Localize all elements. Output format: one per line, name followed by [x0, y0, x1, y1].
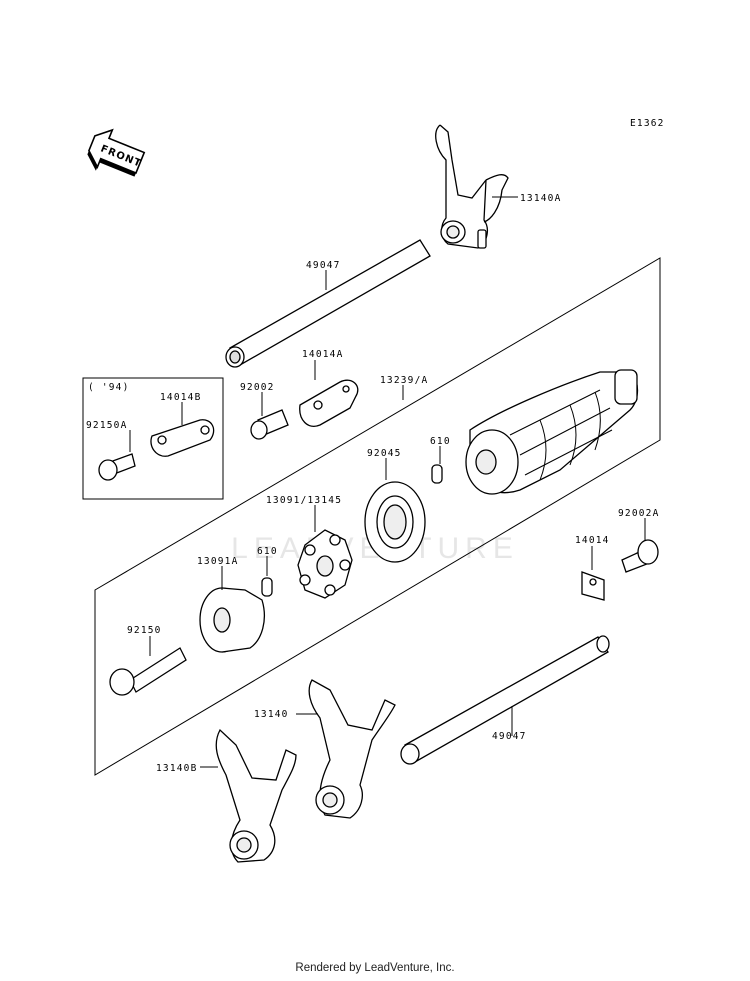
label-13140: 13140: [254, 709, 289, 720]
diagram-code: E1362: [630, 118, 665, 129]
inset-label: ( '94): [88, 382, 130, 393]
label-610-right: 610: [430, 436, 451, 447]
shift-rod-49047-bottom: [400, 635, 610, 765]
cam-13091a: [199, 587, 265, 653]
label-92045: 92045: [367, 448, 402, 459]
bolt-92002: [250, 409, 289, 440]
label-92002: 92002: [240, 382, 275, 393]
pin-610-right: [431, 464, 443, 484]
label-13091a: 13091A: [197, 556, 239, 567]
label-49047-bottom: 49047: [492, 731, 527, 742]
pin-610-left: [261, 577, 273, 597]
plate-14014a: [299, 379, 359, 427]
bolt-92150a: [98, 453, 136, 481]
leader-lines: [129, 196, 646, 768]
pin-plate-13091-13145: [297, 529, 353, 599]
label-610-left: 610: [257, 546, 278, 557]
inset-box: [82, 377, 224, 500]
shift-fork-13140: [308, 679, 396, 819]
bearing-92045: [364, 481, 426, 563]
label-92150: 92150: [127, 625, 162, 636]
front-arrow-icon: FRONT: [87, 128, 146, 177]
footer-credit: Rendered by LeadVenture, Inc.: [295, 962, 455, 974]
shift-fork-13140a: [435, 124, 509, 249]
shift-drum-13239a: [465, 369, 639, 495]
assembly-frame: [94, 257, 661, 776]
label-13140a: 13140A: [520, 193, 562, 204]
plate-14014: [581, 571, 605, 601]
label-92150a: 92150A: [86, 420, 128, 431]
label-13239a: 13239/A: [380, 375, 428, 386]
label-13091-13145: 13091/13145: [266, 495, 342, 506]
plate-14014b: [150, 419, 215, 457]
shift-rod-49047-top: [225, 239, 431, 368]
label-14014b: 14014B: [160, 392, 202, 403]
label-14014a: 14014A: [302, 349, 344, 360]
bolt-92002a: [621, 539, 659, 573]
label-13140b: 13140B: [156, 763, 198, 774]
label-92002a: 92002A: [618, 508, 660, 519]
label-49047-top: 49047: [306, 260, 341, 271]
shift-fork-13140b: [215, 728, 297, 863]
bolt-92150: [109, 647, 187, 696]
label-14014: 14014: [575, 535, 610, 546]
